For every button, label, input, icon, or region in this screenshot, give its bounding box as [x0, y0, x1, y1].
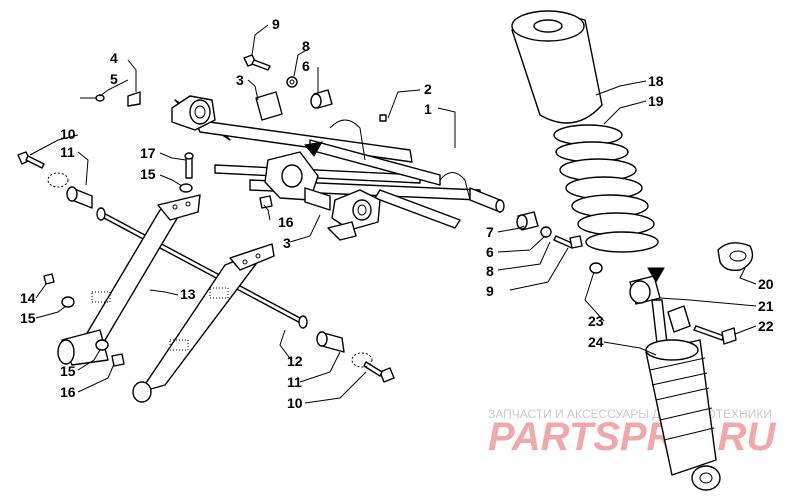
callout-16-lower: 16: [60, 384, 76, 400]
front-a-arm: [171, 95, 505, 241]
callout-6-top: 6: [302, 58, 310, 74]
callout-9-right: 9: [486, 283, 494, 299]
callout-15-lower: 15: [60, 363, 76, 379]
callout-20: 20: [758, 276, 774, 292]
callout-3-lower: 3: [283, 235, 291, 251]
callout-labels: 9 8 6 4 5 3 2 1 10 11 17 15 16 3 7 6 8 9…: [20, 16, 774, 411]
callout-16-mid: 16: [278, 214, 294, 230]
callout-18: 18: [648, 73, 664, 89]
callout-17: 17: [140, 145, 156, 161]
callout-7: 7: [486, 224, 494, 240]
callout-2: 2: [424, 81, 432, 97]
callout-19: 19: [648, 93, 664, 109]
callout-15-mid: 15: [140, 166, 156, 182]
callout-12: 12: [287, 353, 303, 369]
callout-23: 23: [588, 313, 604, 329]
callout-4: 4: [110, 50, 118, 66]
callout-10-left: 10: [60, 126, 76, 142]
callout-15-left: 15: [20, 310, 36, 326]
arrow-marker-shock: [647, 267, 665, 284]
left-hardware: [17, 91, 141, 367]
callout-13: 13: [180, 286, 196, 302]
callout-6-right: 6: [486, 244, 494, 260]
top-hardware: [179, 54, 387, 209]
callout-11-left: 11: [60, 144, 75, 160]
callout-21: 21: [758, 298, 774, 314]
callout-5: 5: [110, 71, 118, 87]
callout-24: 24: [588, 334, 604, 350]
arrow-marker-arm: [304, 141, 323, 157]
callout-11-right: 11: [287, 374, 302, 390]
callout-10-right: 10: [287, 395, 303, 411]
shock-absorber: [511, 10, 754, 491]
callout-3-top: 3: [236, 72, 244, 88]
callout-1: 1: [424, 101, 432, 117]
watermark-logo: PARTSPRO.RU: [488, 415, 777, 459]
right-hardware: [316, 211, 583, 383]
leader-lines: [29, 24, 757, 404]
callout-14: 14: [20, 290, 36, 306]
callout-22: 22: [758, 318, 774, 334]
callout-8-right: 8: [486, 263, 494, 279]
callout-9-top: 9: [272, 16, 280, 32]
callout-8-top: 8: [302, 38, 310, 54]
